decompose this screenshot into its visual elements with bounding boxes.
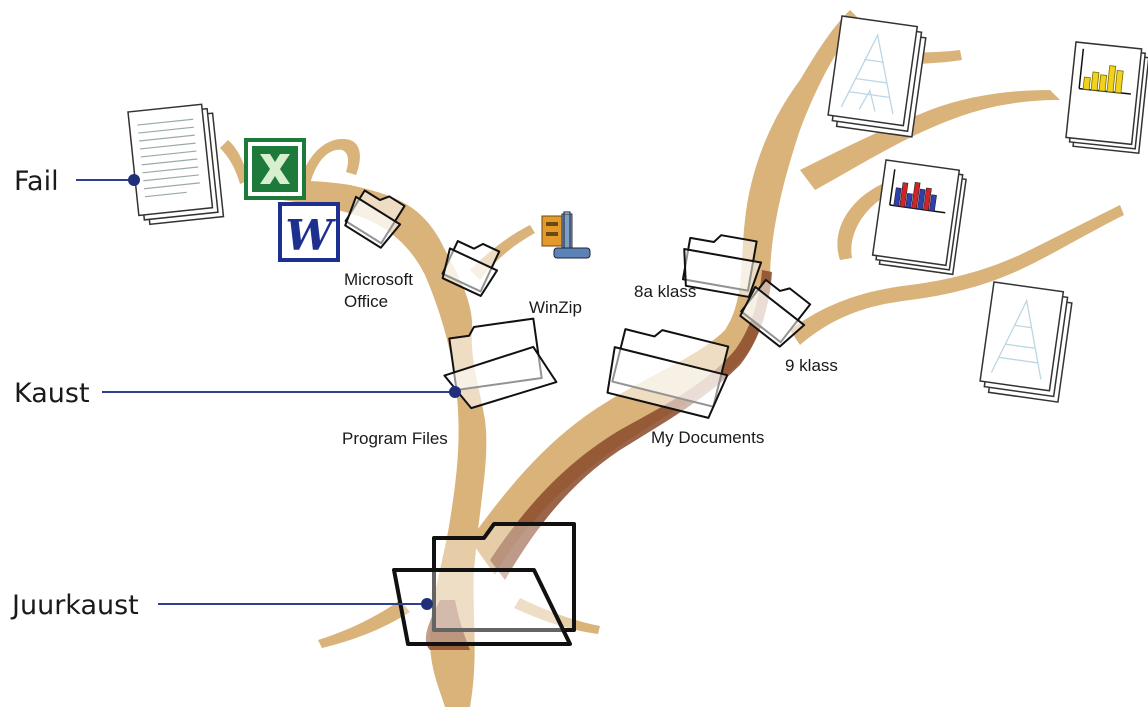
- folder-icon: [681, 234, 763, 298]
- folder-label-8a-klass: 8a klass: [634, 282, 696, 301]
- folder-label-line: Microsoft: [344, 270, 413, 289]
- folder-label-line: Office: [344, 292, 388, 311]
- drawing-document-icon: [827, 15, 927, 138]
- bar-chart-document-icon: [1065, 41, 1148, 154]
- drawing-document-icon: [979, 281, 1073, 403]
- tree: [220, 10, 1124, 707]
- folder-label-program-files: Program Files: [342, 429, 448, 448]
- tree-branch-left-curl: [300, 139, 360, 184]
- winzip-icon: [541, 211, 591, 259]
- folder-label-9-klass: 9 klass: [785, 356, 838, 375]
- folder-label-microsoft-office: Microsoft Office: [344, 270, 418, 311]
- callout-label-root: Juurkaust: [10, 590, 139, 621]
- callout-label-file: Fail: [14, 166, 59, 197]
- callout-dot: [421, 598, 433, 610]
- document-icons: [127, 15, 1148, 403]
- folder-label-winzip: WinZip: [529, 298, 582, 317]
- tree-shadow: [490, 270, 772, 580]
- callout-folder: Kaust: [14, 378, 461, 409]
- excel-icon: [244, 138, 306, 200]
- document-icon: [127, 103, 225, 226]
- folder-icons: [344, 189, 812, 646]
- tree-roots: [318, 598, 600, 648]
- tree-right-branch: [470, 10, 860, 575]
- callout-dot: [449, 386, 461, 398]
- callout-file: Fail: [14, 166, 140, 197]
- bar-chart-document-icon: [871, 159, 967, 276]
- tree-branch-left-twig: [220, 140, 250, 184]
- root-folder-icon: [392, 522, 576, 646]
- tree-roots-dark: [425, 600, 470, 650]
- callout-label-folder: Kaust: [14, 378, 90, 409]
- folder-label-my-documents: My Documents: [651, 428, 764, 447]
- svg-text:W: W: [285, 211, 336, 260]
- tree-branch-upper-right: [800, 90, 1060, 190]
- tree-branch-curl: [837, 176, 945, 260]
- tree-trunk: [250, 178, 487, 707]
- folder-icon: [443, 317, 558, 410]
- folder-icon: [344, 189, 406, 249]
- callout-dot: [128, 174, 140, 186]
- folder-icon: [739, 278, 812, 348]
- folder-icon: [606, 328, 730, 419]
- callout-root: Juurkaust: [10, 590, 433, 621]
- folder-labels: Microsoft Office WinZip 8a klass 9 klass…: [342, 270, 838, 448]
- folder-icon: [441, 240, 501, 297]
- word-icon: W: [278, 202, 340, 262]
- callouts: Fail Kaust Juurkaust: [10, 166, 461, 621]
